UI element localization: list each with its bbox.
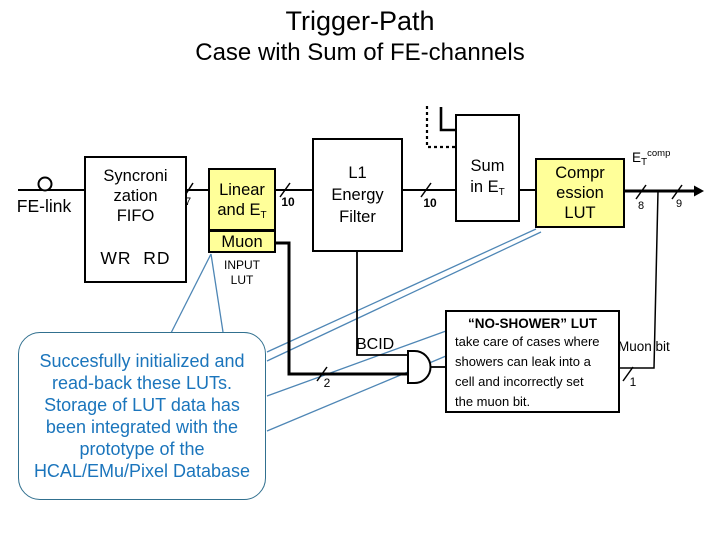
bus-width-2: 2 [323,376,331,390]
callout-line: Storage of LUT data has [44,395,240,415]
no-shower-title: “NO-SHOWER” LUT [468,316,597,331]
sync-fifo-box: Syncroni zation FIFO [84,156,187,283]
muon-bit-label: Muon bit [618,339,670,354]
callout-note: Succesfully initialized and read-back th… [18,332,266,500]
fifo-line1: Syncroni [103,167,168,185]
fifo-line2: zation [113,187,158,205]
callout-line: prototype of the [79,439,205,459]
no-shower-note: “NO-SHOWER” LUT take care of cases where… [445,310,620,413]
fe-link-label: FE-link [16,196,72,216]
bus-width-9: 9 [675,198,683,210]
muon-label: Muon [221,232,263,251]
bus-width-8: 8 [637,200,645,212]
rd-label: RD [143,248,171,268]
bus-width-10b: 10 [423,196,437,210]
sum-line1: Sum [470,157,505,175]
page-subtitle: Case with Sum of FE-channels [195,39,525,66]
compr-line2: ession [556,184,604,202]
bcid-label: BCID [356,336,395,353]
sum-line2: in ET [470,178,505,198]
input-lut-label: INPUT LUT [224,258,260,287]
no-shower-line: take care of cases where [455,334,600,349]
callout-pointer-lines [170,228,542,432]
fifo-wr-rd-labels: WR RD [84,248,187,269]
and-gate-icon [407,350,432,384]
compression-lut-box: Compr ession LUT [535,158,625,228]
et-comp-label: ETcomp [632,148,671,168]
wr-label: WR [100,248,132,268]
l1-line1: L1 [348,164,367,182]
callout-line: HCAL/EMu/Pixel Database [33,461,251,481]
fe-link-port-circle-icon [37,176,53,192]
l1-energy-filter-box: L1 Energy Filter [312,138,403,252]
l1-line2: Energy [331,186,384,204]
no-shower-line: cell and incorrectly set [455,374,584,389]
fifo-line3: FIFO [116,207,155,225]
linear-line2: and ET [217,200,267,221]
no-shower-line: showers can leak into a [455,354,591,369]
compr-line1: Compr [555,164,605,182]
linear-et-box: Linear and ET [208,168,276,231]
signal-lines [18,106,696,376]
l1-line3: Filter [339,208,376,226]
callout-line: read-back these LUTs. [51,373,233,393]
bus-width-10a: 10 [281,195,295,209]
linear-line1: Linear [219,180,265,199]
page-title: Trigger-Path [285,6,435,36]
callout-line: Succesfully initialized and [39,351,245,371]
no-shower-line: the muon bit. [455,394,531,409]
callout-line: been integrated with the [45,417,239,437]
bus-width-1: 1 [629,375,637,389]
muon-lut-box: Muon [208,230,276,253]
compr-line3: LUT [564,204,596,222]
output-arrowhead-icon [694,185,704,197]
sum-in-et-box: Sum in ET [455,114,520,222]
dotted-sum-input-line [425,106,455,149]
bus-width-7: 7 [184,196,192,208]
